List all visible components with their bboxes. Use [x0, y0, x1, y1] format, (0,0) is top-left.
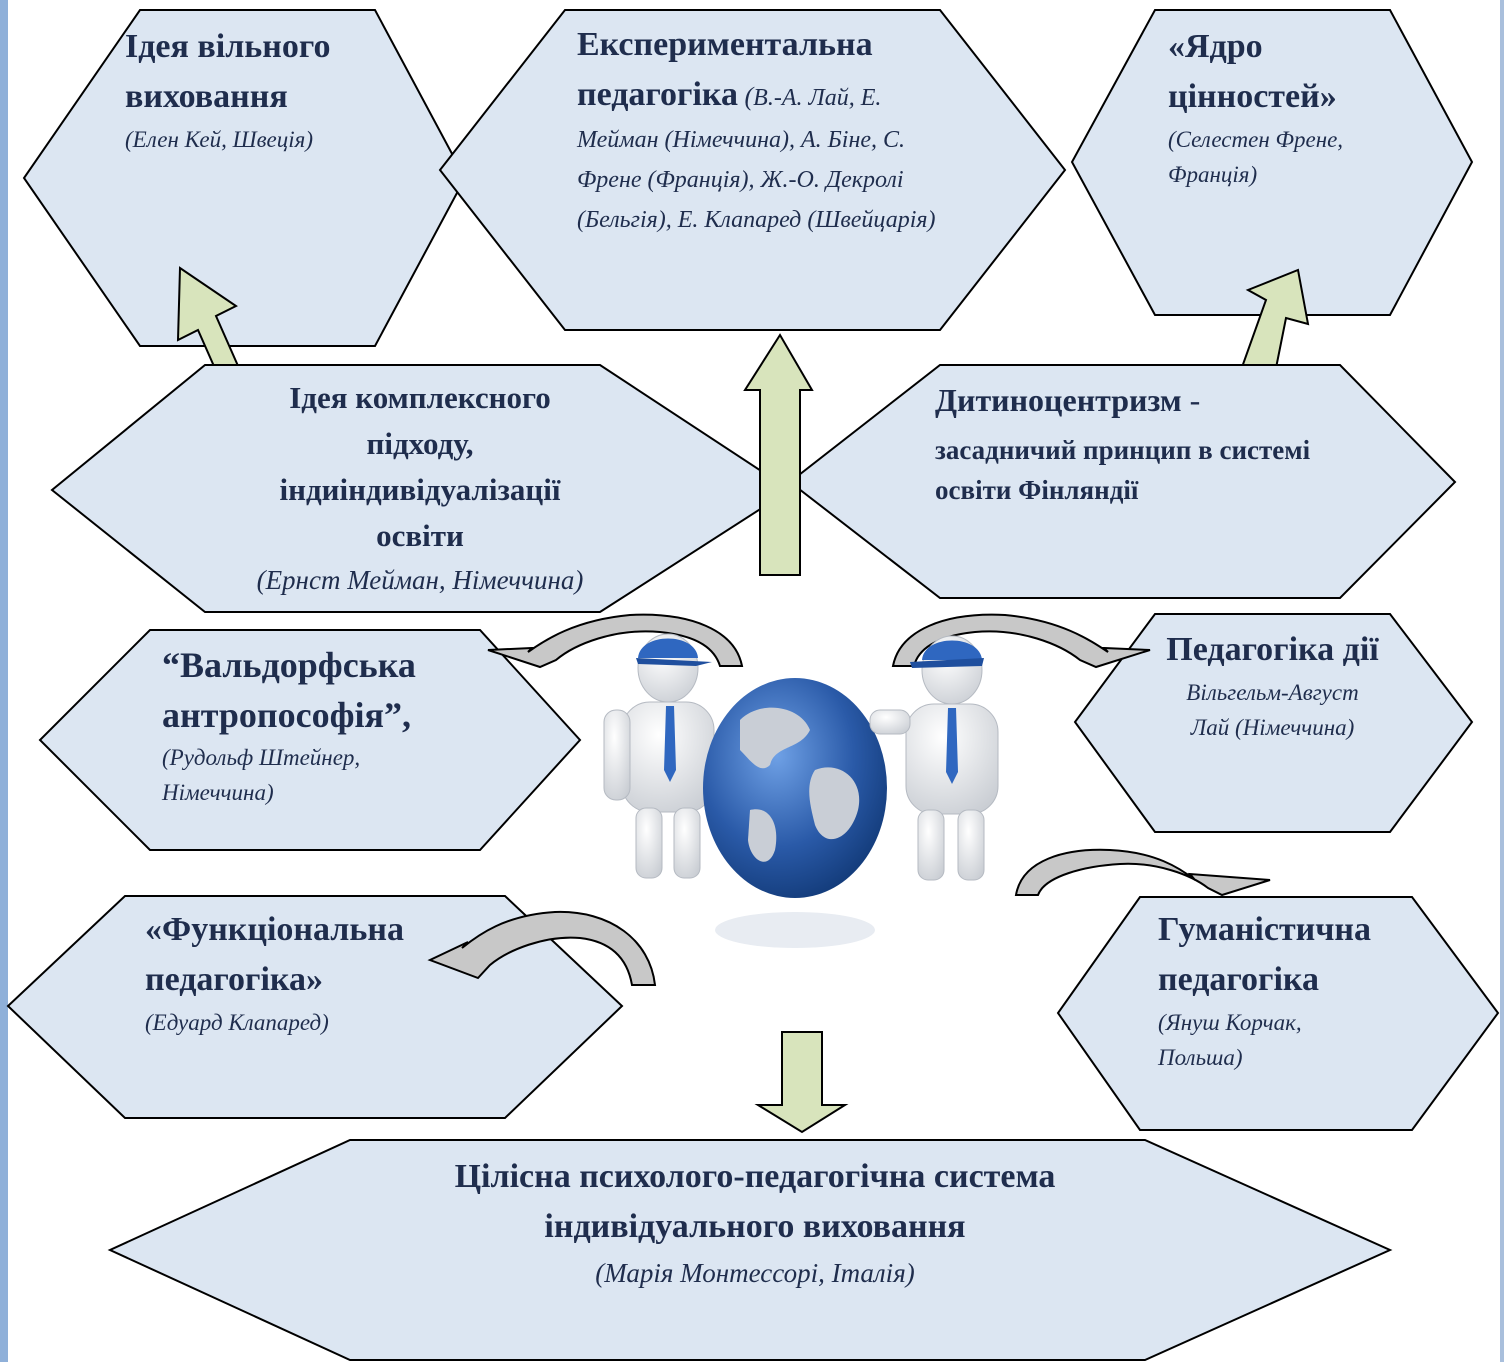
globe-icon — [703, 678, 887, 948]
two-figures-with-globe-icon — [600, 610, 1000, 960]
node-title: «Функціональна педагогіка» — [145, 911, 404, 998]
node-complex-approach: Ідея комплексного підходу, індиіндивідуа… — [205, 375, 635, 601]
node-subtitle: засадничий принцип в системі освіти Фінл… — [935, 435, 1311, 505]
node-subtitle: (Елен Кей, Швеція) — [125, 127, 314, 152]
node-title: Гуманістична педагогіка — [1158, 911, 1371, 998]
node-subtitle: В.-А. Лай, Е. Мейман (Німеччина), А. Бін… — [577, 85, 936, 233]
node-title: Ідея комплексного підходу, індиіндивідуа… — [279, 380, 561, 553]
node-waldorf: “Вальдорфська антропософія”, (Рудольф Шт… — [162, 640, 452, 810]
hex-humanistic — [1056, 896, 1500, 1131]
right-border — [1500, 0, 1504, 1362]
node-subtitle: Вільгельм-Август Лай (Німеччина) — [1186, 680, 1359, 740]
hex-free-upbringing — [22, 9, 467, 347]
node-title: «Ядро цінностей» — [1168, 28, 1337, 115]
node-subtitle: (Едуард Клапаред) — [145, 1010, 329, 1035]
curved-arrow-functional — [427, 910, 657, 986]
node-humanistic: Гуманістична педагогіка (Януш Корчак, По… — [1158, 905, 1418, 1075]
node-title: Педагогіка дії — [1166, 631, 1379, 668]
node-subtitle: (Ернст Мейман, Німеччина) — [256, 565, 584, 595]
node-subtitle: (Селестен Френе, Франція) — [1168, 127, 1344, 187]
node-subtitle: (Рудольф Штейнер, Німеччина) — [162, 745, 361, 805]
node-title-dash: - — [1181, 382, 1201, 418]
hex-experimental — [438, 9, 1067, 331]
node-functional: «Функціональна педагогіка» (Едуард Клапа… — [145, 905, 445, 1040]
right-figure-icon — [869, 635, 999, 881]
node-title: Ідея вільного виховання — [125, 28, 331, 115]
arrow-down-center — [754, 1031, 849, 1134]
node-subtitle: (Януш Корчак, Польша) — [1158, 1010, 1302, 1070]
arrow-up-center — [743, 333, 814, 576]
left-border — [0, 0, 8, 1362]
node-subtitle-open: ( — [744, 82, 754, 111]
hex-action-pedagogy — [1073, 613, 1474, 833]
node-core-values: «Ядро цінностей» (Селестен Френе, Франці… — [1168, 22, 1388, 192]
node-experimental: Експериментальна педагогіка (В.-А. Лай, … — [577, 20, 937, 240]
curved-arrow-humanistic — [1014, 848, 1271, 897]
node-action-pedagogy: Педагогіка дії Вільгельм-Август Лай (Нім… — [1160, 625, 1385, 745]
node-montessori: Цілісна психолого-педагогічна система ін… — [370, 1152, 1140, 1294]
hex-waldorf — [38, 629, 582, 851]
node-title: “Вальдорфська антропософія”, — [162, 645, 416, 735]
node-title: Дитиноцентризм — [935, 382, 1182, 418]
node-free-upbringing: Ідея вільного виховання (Елен Кей, Швеці… — [125, 22, 385, 157]
hex-core-values — [1070, 9, 1474, 316]
node-title: Цілісна психолого-педагогічна система ін… — [454, 1158, 1056, 1245]
left-figure-icon — [603, 633, 715, 879]
curved-arrow-waldorf — [487, 613, 744, 669]
node-child-centrism: Дитиноцентризм - засадничий принцип в си… — [935, 375, 1325, 510]
hex-montessori — [107, 1139, 1393, 1361]
node-subtitle: (Марія Монтессорі, Італія) — [595, 1258, 915, 1288]
node-title: Експериментальна — [577, 26, 873, 63]
hex-complex-approach — [50, 364, 792, 613]
node-title-2: педагогіка — [577, 76, 738, 113]
curved-arrow-action — [891, 613, 1151, 669]
